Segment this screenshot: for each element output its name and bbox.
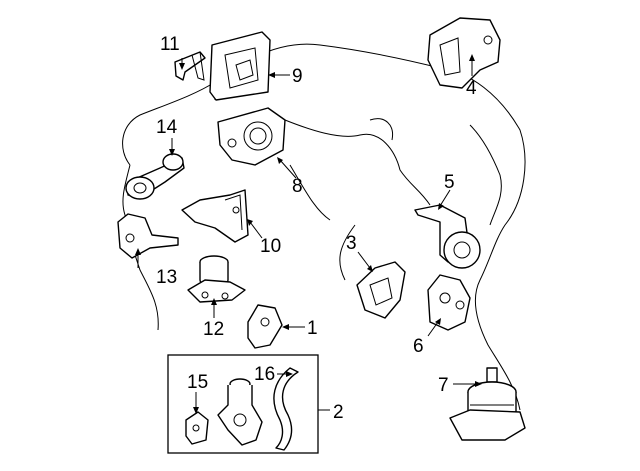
callout-8: 8 (292, 176, 303, 197)
part-1-bracket (247, 304, 283, 349)
inset-box (167, 354, 319, 454)
callout-12: 12 (203, 319, 224, 340)
part-9-bracket (209, 31, 271, 101)
callout-9: 9 (292, 66, 303, 87)
callout-7: 7 (438, 375, 449, 396)
callout-11: 11 (160, 34, 180, 55)
callout-3: 3 (346, 233, 357, 254)
leader-lines (135, 54, 482, 414)
part-13-bracket (117, 213, 179, 259)
part-11-bracket (174, 51, 206, 81)
part-3-bracket (356, 261, 406, 319)
part-15-bracket (185, 411, 209, 445)
part-10-bracket (181, 189, 249, 243)
callout-1: 1 (307, 318, 318, 339)
callout-16: 16 (254, 364, 275, 385)
part-14-torque-rod (125, 153, 185, 200)
callout-15: 15 (187, 372, 208, 393)
part-6-bracket (427, 274, 471, 331)
part-5-mount (414, 204, 481, 269)
callout-5: 5 (444, 172, 455, 193)
callout-14: 14 (156, 117, 178, 138)
callout-6: 6 (413, 336, 424, 357)
part-4-bracket (427, 17, 501, 89)
part-8-mount (217, 107, 286, 166)
part-2-mount-assembly (217, 378, 263, 446)
callout-2: 2 (333, 402, 344, 423)
part-16-stay (273, 367, 299, 451)
callout-10: 10 (260, 236, 281, 257)
part-12-mount (187, 255, 246, 303)
callout-4: 4 (466, 78, 477, 99)
part-7-mount (449, 367, 526, 441)
callout-13: 13 (156, 267, 177, 288)
